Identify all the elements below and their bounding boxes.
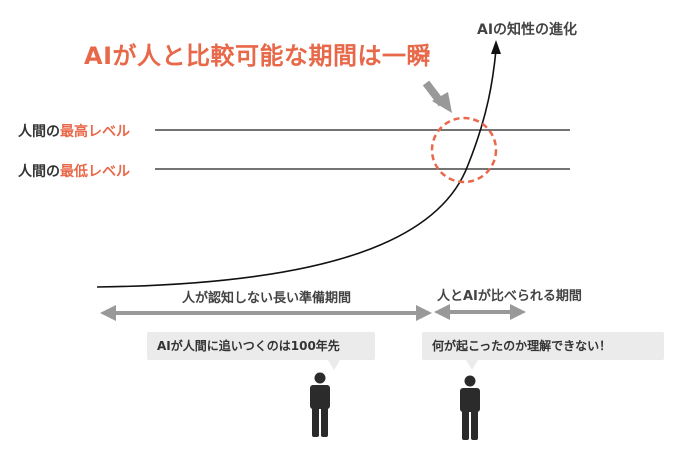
human-lowest-level-label: 人間の最低レベル (18, 161, 130, 181)
bubble-tail-right (466, 360, 478, 370)
human-highest-level-label: 人間の最高レベル (18, 121, 130, 141)
down-arrow-icon (422, 80, 452, 113)
level-prefix: 人間の (18, 164, 60, 180)
curve-label: AIの知性の進化 (477, 22, 578, 38)
speech-bubble-left: AIが人間に追いつくのは100年先 (147, 332, 375, 360)
speech-bubble-right: 何が起こったのか理解できない！ (422, 332, 664, 360)
long-period-label: 人が認知しない長い準備期間 (182, 291, 352, 306)
person-icon (310, 372, 330, 437)
level-prefix: 人間の (18, 124, 60, 140)
short-period-label: 人とAIが比べられる期間 (437, 289, 582, 304)
short-period-arrow (434, 304, 526, 320)
level-emphasis: 最低レベル (60, 164, 130, 180)
ai-evolution-curve (96, 49, 497, 288)
intersection-highlight-circle (430, 116, 498, 184)
double-arrow-icon (100, 305, 432, 321)
curve-arrowhead (491, 40, 501, 54)
headline: AIが人と比較可能な期間は一瞬 (84, 42, 432, 70)
person-icon (460, 375, 480, 440)
bubble-tail-left (328, 360, 340, 370)
level-emphasis: 最高レベル (60, 124, 130, 140)
